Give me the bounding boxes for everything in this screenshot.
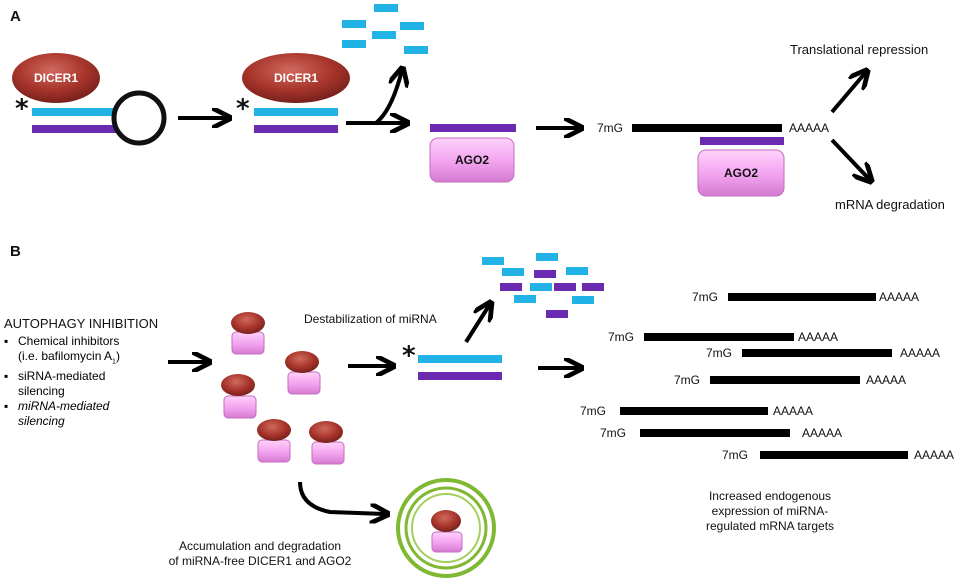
cap-label-a: 7mG: [597, 121, 624, 135]
guide-strand-cleaved: [254, 108, 338, 116]
free-guide-strand: [418, 355, 502, 363]
arrow-mrna-degradation: [830, 138, 870, 180]
mrna-a: [632, 124, 782, 132]
dicer-enzyme-2: [242, 53, 350, 103]
mrna-degradation-text: mRNA degradation: [835, 197, 945, 212]
passenger-strand-hairpin: [32, 125, 116, 133]
panel-b-graphics: [168, 253, 908, 578]
asterisk-1: *: [15, 94, 29, 124]
inhibition-method-item: siRNA-mediated silencing: [4, 369, 120, 399]
ago2-protein-1: [429, 137, 515, 183]
cap-label: 7mG: [692, 290, 719, 304]
asterisk-2: *: [236, 94, 250, 124]
arrow-a2-fragments: [374, 70, 402, 125]
cap-label: 7mG: [600, 426, 627, 440]
free-passenger-strand: [418, 372, 502, 380]
polya-label: AAAAA: [802, 426, 843, 440]
inhibition-methods-list: Chemical inhibitors (i.e. bafilomycin A1…: [4, 334, 120, 429]
cap-label: 7mG: [706, 346, 733, 360]
dicer1-label-1: DICER1: [33, 71, 78, 85]
dicer-enzyme-1: [12, 53, 100, 103]
accumulation-text: Accumulation and degradation of miRNA-fr…: [168, 539, 352, 568]
polya-label: AAAAA: [798, 330, 839, 344]
ago2-protein-2: [697, 149, 785, 197]
guide-strand-on-ago2: [430, 124, 516, 132]
panel-b-label: B: [10, 243, 21, 260]
degraded-mirna-fragments: [482, 253, 604, 318]
cap-label: 7mG: [674, 373, 701, 387]
mrna-targets: [620, 293, 908, 459]
inhibition-method-item: Chemical inhibitors (i.e. bafilomycin A1…: [4, 334, 120, 369]
dicer-ago2-complexes: [221, 312, 345, 465]
polya-label-a: AAAAA: [789, 121, 830, 135]
passenger-fragments: [342, 4, 428, 54]
hairpin-loop: [111, 90, 167, 146]
polya-label: AAAAA: [866, 373, 907, 387]
polya-label: AAAAA: [773, 404, 814, 418]
guide-strand-hairpin: [32, 108, 116, 116]
asterisk-3: *: [402, 341, 416, 371]
cap-label: 7mG: [608, 330, 635, 344]
ago2-label-1: AGO2: [454, 153, 489, 167]
arrow-translational-repression: [830, 72, 866, 114]
polya-label: AAAAA: [914, 448, 955, 462]
arrow-destabilization: [464, 304, 490, 344]
panel-a-graphics: [12, 4, 870, 197]
cap-label: 7mG: [580, 404, 607, 418]
panel-a-label: A: [10, 8, 21, 25]
mirna-on-mrna: [700, 137, 784, 145]
ago2-label-2: AGO2: [723, 166, 758, 180]
autophagic-vesicle: [396, 478, 496, 578]
inhibition-method-item: miRNA-mediated silencing: [4, 399, 120, 429]
translational-repression-text: Translational repression: [790, 42, 929, 57]
passenger-strand-cleaved: [254, 125, 338, 133]
cap-label: 7mG: [722, 448, 749, 462]
polya-label: AAAAA: [900, 346, 941, 360]
dicer1-label-2: DICER1: [273, 71, 318, 85]
destabilization-text: Destabilization of miRNA: [304, 312, 437, 326]
increased-expression-text: Increased endogenous expression of miRNA…: [705, 489, 835, 533]
polya-label: AAAAA: [879, 290, 920, 304]
arrow-to-degradation: [298, 481, 386, 514]
autophagy-inhibition-title: AUTOPHAGY INHIBITION: [4, 316, 159, 331]
